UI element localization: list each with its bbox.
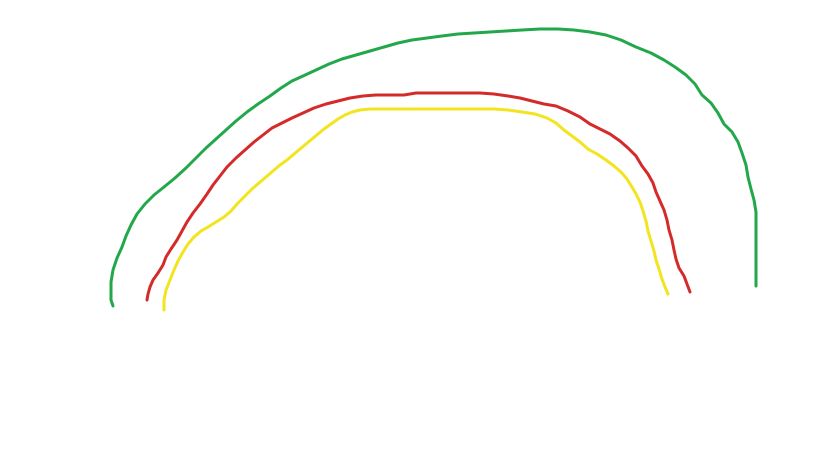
green-arc bbox=[109, 27, 758, 308]
yellow-arc bbox=[162, 107, 670, 312]
red-arc bbox=[145, 91, 692, 302]
